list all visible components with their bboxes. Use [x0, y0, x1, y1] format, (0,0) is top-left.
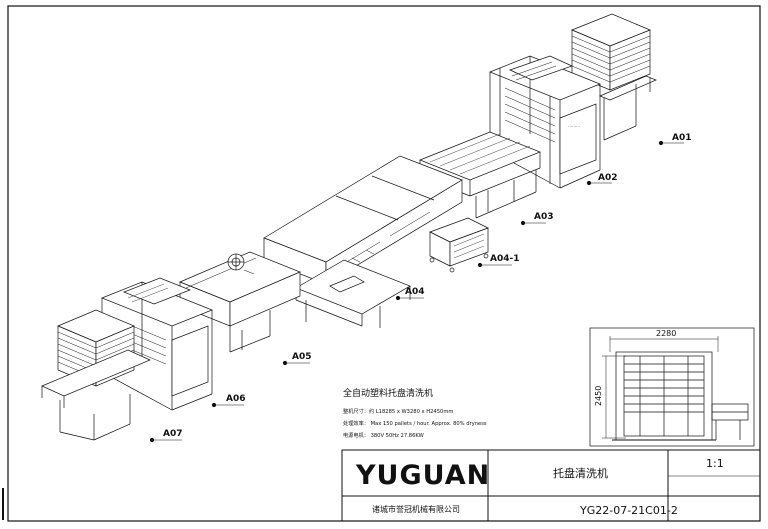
callout-a07: A07: [163, 429, 183, 439]
callout-leaders: [149, 140, 684, 443]
callout-a01: A01: [672, 133, 692, 143]
unit-a06-stacker-frame: [101, 277, 213, 411]
unit-a03-transfer-conveyor: [419, 131, 541, 219]
drawing-scale: 1:1: [706, 457, 724, 470]
description-line-power: 电源电机： 380V 50Hz 27.86KW: [343, 431, 424, 439]
description-line-dimensions: 整机尺寸：约 L18285 x W3280 x H2450mm: [343, 407, 453, 415]
svg-text:⋯⋯⋯: ⋯⋯⋯: [568, 124, 580, 129]
product-name: 托盘清洗机: [553, 466, 608, 480]
unit-a02-unstacker-frame: ⋯⋯⋯: [489, 55, 601, 189]
callout-a02: A02: [598, 173, 618, 183]
side-view-frame: [589, 327, 755, 447]
description-title: 全自动塑料托盘清洗机: [343, 387, 433, 399]
unit-a04-washing-tunnel: [263, 155, 463, 328]
unit-a07-output-stack: [41, 309, 151, 441]
side-view-inset: [589, 327, 755, 447]
side-view-width-dimension: 2280: [656, 329, 676, 338]
callout-a05: A05: [292, 352, 312, 362]
side-view-height-dimension: 2450: [594, 386, 603, 406]
drawing-number: YG22-07-21C01-2: [579, 504, 678, 517]
callout-a06: A06: [226, 394, 246, 404]
description-line-capacity: 处理效率： Max 150 pallets / hour. Approx. 80…: [343, 419, 487, 427]
callout-a03: A03: [534, 212, 554, 222]
isometric-machine-line: ⋯⋯⋯: [41, 13, 657, 441]
company-name: 诸城市誉冠机械有限公司: [372, 504, 460, 514]
company-logo-wordmark: YUGUAN: [355, 460, 490, 491]
title-block: [341, 449, 761, 522]
unit-a01-pallet-stack: [571, 13, 657, 141]
callout-a04-1: A04-1: [490, 254, 520, 264]
unit-a05-drying-tunnel: [179, 251, 301, 353]
unit-a04-1-blower-cabinet: [429, 217, 489, 273]
callout-a04: A04: [405, 287, 425, 297]
